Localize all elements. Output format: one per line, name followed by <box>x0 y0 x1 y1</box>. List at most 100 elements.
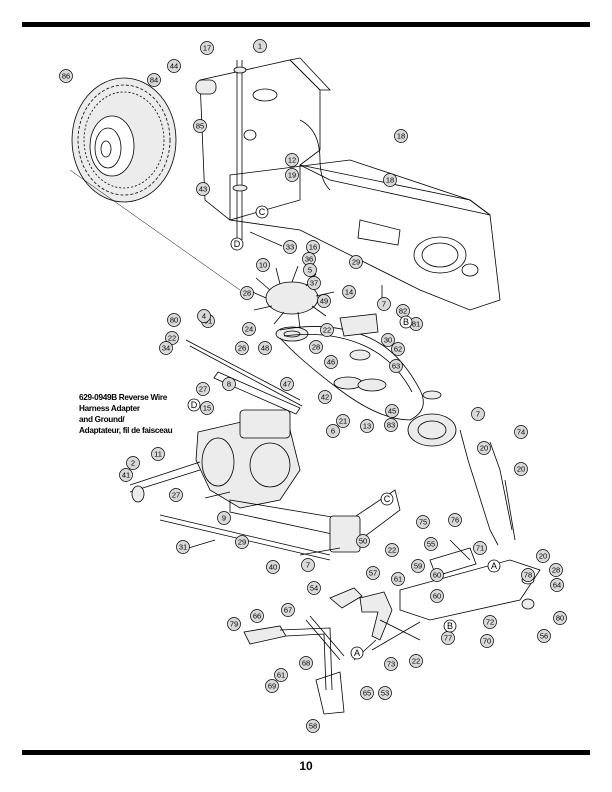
part-callout-77: 77 <box>441 631 455 645</box>
svg-text:57: 57 <box>369 569 377 578</box>
svg-text:62: 62 <box>394 345 402 354</box>
part-callout-72: 72 <box>483 615 497 629</box>
part-callout-34: 34 <box>159 341 173 355</box>
svg-text:70: 70 <box>483 637 491 646</box>
svg-text:16: 16 <box>309 243 317 252</box>
svg-text:81: 81 <box>412 320 420 329</box>
svg-text:18: 18 <box>386 176 394 185</box>
part-callout-27: 27 <box>169 488 183 502</box>
part-callout-58: 58 <box>306 719 320 733</box>
part-callout-33: 33 <box>283 240 297 254</box>
svg-text:29: 29 <box>352 258 360 267</box>
svg-text:33: 33 <box>286 243 294 252</box>
part-callout-55: 55 <box>424 537 438 551</box>
svg-text:10: 10 <box>259 261 267 270</box>
svg-text:82: 82 <box>399 307 407 316</box>
part-callout-86: 86 <box>59 69 73 83</box>
svg-text:64: 64 <box>553 581 561 590</box>
part-callout-20: 20 <box>514 462 528 476</box>
svg-text:12: 12 <box>288 156 296 165</box>
svg-text:42: 42 <box>321 393 329 402</box>
svg-text:84: 84 <box>150 76 158 85</box>
page-number: 10 <box>299 759 313 773</box>
part-callout-7: 7 <box>301 558 315 572</box>
part-callout-71: 71 <box>473 541 487 555</box>
svg-text:58: 58 <box>309 722 317 731</box>
svg-text:17: 17 <box>203 44 211 53</box>
part-callout-37: 37 <box>307 276 321 290</box>
svg-text:5: 5 <box>308 266 312 275</box>
svg-text:63: 63 <box>392 362 400 371</box>
svg-text:B: B <box>403 317 409 327</box>
svg-text:74: 74 <box>517 428 525 437</box>
part-callout-50: 50 <box>356 534 370 548</box>
reverse-wire-harness-note: 629-0949B Reverse Wire Harness Adapter a… <box>79 392 219 436</box>
svg-text:67: 67 <box>284 606 292 615</box>
part-callout-47: 47 <box>280 377 294 391</box>
svg-text:6: 6 <box>331 427 335 436</box>
svg-text:85: 85 <box>196 122 204 131</box>
reference-letter-A: A <box>487 559 501 573</box>
svg-text:34: 34 <box>162 344 170 353</box>
part-callout-84: 84 <box>147 73 161 87</box>
note-line-2: Harness Adapter <box>79 404 140 413</box>
part-callout-12: 12 <box>285 153 299 167</box>
reference-letter-B: B <box>399 315 413 329</box>
svg-text:24: 24 <box>245 325 253 334</box>
part-callout-46: 46 <box>324 355 338 369</box>
part-callout-10: 10 <box>256 258 270 272</box>
part-callout-11: 11 <box>151 447 165 461</box>
part-callout-18: 18 <box>383 173 397 187</box>
svg-text:20: 20 <box>480 444 488 453</box>
part-callout-29: 29 <box>349 255 363 269</box>
svg-text:60: 60 <box>433 592 441 601</box>
part-callout-40: 40 <box>266 560 280 574</box>
svg-text:46: 46 <box>327 358 335 367</box>
part-callout-20: 20 <box>536 549 550 563</box>
part-callout-61: 61 <box>274 668 288 682</box>
part-callout-17: 17 <box>200 41 214 55</box>
part-callout-60: 60 <box>430 568 444 582</box>
part-callout-4: 4 <box>197 309 211 323</box>
part-callout-1: 1 <box>253 39 267 53</box>
note-line-3: and Ground/ <box>79 415 125 424</box>
part-callout-24: 24 <box>242 322 256 336</box>
svg-text:4: 4 <box>202 312 206 321</box>
top-rule <box>22 22 590 27</box>
svg-text:8: 8 <box>227 380 231 389</box>
part-callout-63: 63 <box>389 359 403 373</box>
note-line-1: 629-0949B Reverse Wire <box>79 393 168 402</box>
part-callout-75: 75 <box>416 515 430 529</box>
part-callout-28: 28 <box>549 563 563 577</box>
svg-text:45: 45 <box>388 407 396 416</box>
part-callout-18: 18 <box>394 129 408 143</box>
svg-text:20: 20 <box>539 552 547 561</box>
part-callout-13: 13 <box>360 419 374 433</box>
part-callout-83: 83 <box>384 418 398 432</box>
part-callout-41: 41 <box>119 468 133 482</box>
svg-text:60: 60 <box>433 571 441 580</box>
reference-letter-D: D <box>230 237 244 251</box>
svg-text:7: 7 <box>306 561 310 570</box>
svg-text:C: C <box>259 207 266 217</box>
svg-text:B: B <box>447 621 453 631</box>
svg-text:D: D <box>191 400 198 410</box>
part-callout-7: 7 <box>377 297 391 311</box>
svg-text:78: 78 <box>524 571 532 580</box>
part-callout-21: 21 <box>336 414 350 428</box>
part-callout-67: 67 <box>281 603 295 617</box>
svg-text:31: 31 <box>179 543 187 552</box>
svg-text:22: 22 <box>412 657 420 666</box>
svg-text:26: 26 <box>238 344 246 353</box>
svg-text:19: 19 <box>288 171 296 180</box>
part-callout-68: 68 <box>299 656 313 670</box>
svg-text:A: A <box>491 561 497 571</box>
svg-text:13: 13 <box>363 422 371 431</box>
svg-text:75: 75 <box>419 518 427 527</box>
part-callout-57: 57 <box>366 566 380 580</box>
svg-text:80: 80 <box>556 614 564 623</box>
part-callout-2: 2 <box>126 456 140 470</box>
part-callout-28: 28 <box>240 286 254 300</box>
svg-text:49: 49 <box>320 297 328 306</box>
